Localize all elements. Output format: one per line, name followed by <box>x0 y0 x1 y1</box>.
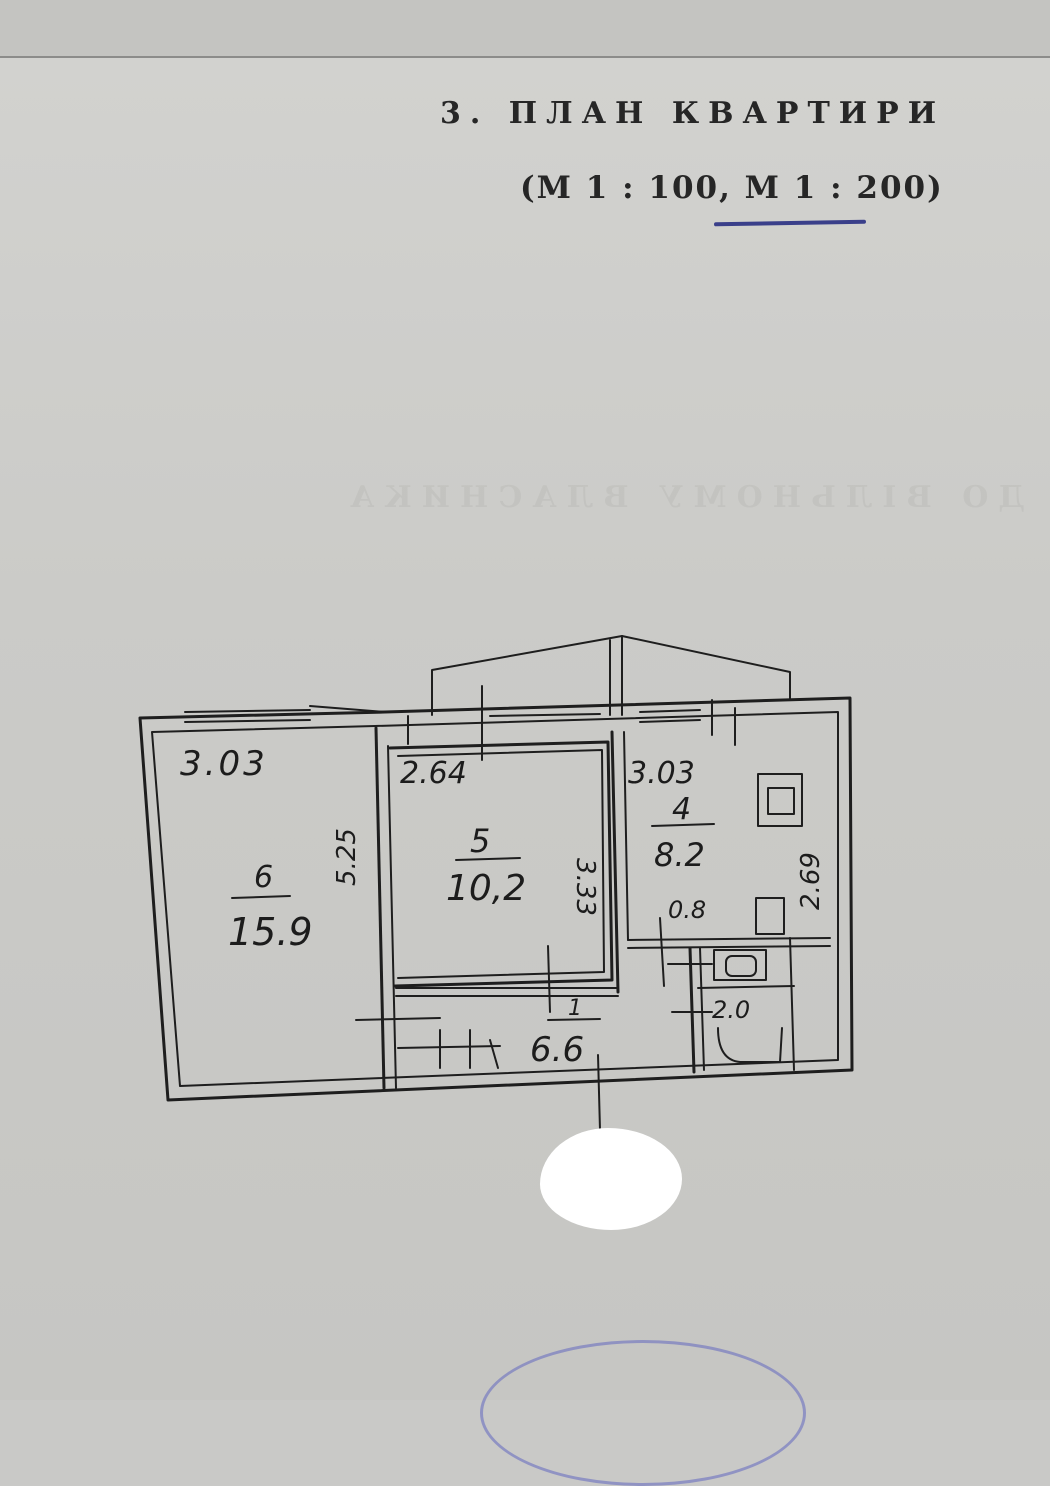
room6-number: 6 <box>254 860 274 895</box>
room5-area: 10,2 <box>446 868 527 909</box>
room4-number: 4 <box>672 792 692 827</box>
background-strip <box>0 0 1050 58</box>
room4-length-label: 2.69 <box>795 852 826 910</box>
room4-width-label: 3.03 <box>628 756 695 791</box>
room1-number: 1 <box>568 996 582 1021</box>
room5-width-label: 2.64 <box>400 756 467 791</box>
floor-plan <box>138 635 854 1131</box>
room6-area: 15.9 <box>228 910 313 954</box>
redacted-area <box>540 1128 682 1230</box>
document-title: 3. ПЛАН КВАРТИРИ <box>440 96 946 131</box>
stamp-partial <box>480 1340 806 1486</box>
room5-length-label: 3.33 <box>569 858 600 916</box>
paper-edge <box>0 56 1050 58</box>
paper-sheet <box>0 58 1050 1400</box>
room5-number: 5 <box>470 822 491 860</box>
room6-width-label: 3.03 <box>180 744 268 784</box>
room6-length-label: 5.25 <box>331 828 362 886</box>
bath-area-label: 2.0 <box>712 996 751 1024</box>
hall-small-label: 0.8 <box>668 896 707 924</box>
room1-area: 6.6 <box>530 1030 585 1070</box>
room4-area: 8.2 <box>654 836 705 874</box>
scale-label: (М 1 : 100, М 1 : 200) <box>520 170 944 206</box>
